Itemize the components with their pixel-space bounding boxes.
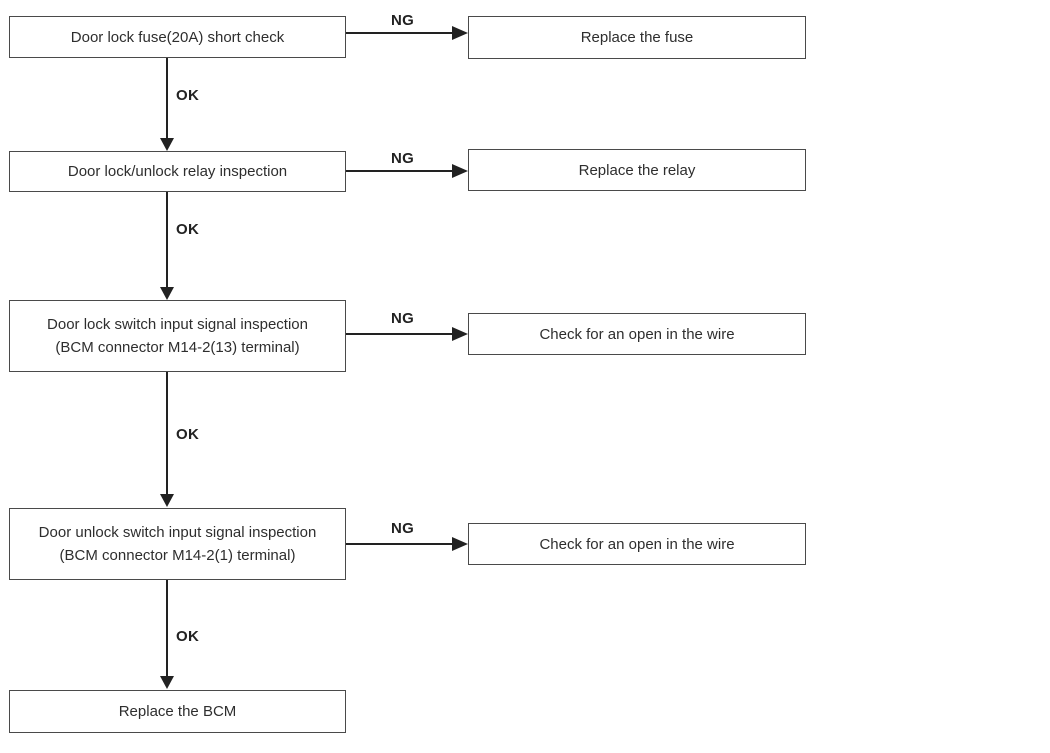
edge-label-ng-2: NG <box>391 150 415 167</box>
step-box-replace-bcm: Replace the BCM <box>9 690 346 733</box>
edge-label-ok-4: OK <box>176 628 200 645</box>
arrow-down-icon-3 <box>160 494 174 507</box>
arrow-down-icon-2 <box>160 287 174 300</box>
connector-ng-line-4 <box>346 543 456 545</box>
step-box-lock-switch-signal: Door lock switch input signal inspection… <box>9 300 346 372</box>
result-box-replace-fuse: Replace the fuse <box>468 16 806 59</box>
connector-ng-line-1 <box>346 32 456 34</box>
step-box-relay-inspection: Door lock/unlock relay inspection <box>9 151 346 192</box>
connector-ng-line-3 <box>346 333 456 335</box>
result-box-check-open-wire-2: Check for an open in the wire <box>468 523 806 565</box>
step-label: Replace the BCM <box>118 703 237 720</box>
arrow-down-icon-4 <box>160 676 174 689</box>
edge-label-ng-4: NG <box>391 520 415 537</box>
step-box-unlock-switch-signal: Door unlock switch input signal inspecti… <box>9 508 346 580</box>
connector-ok-line-4 <box>166 580 168 677</box>
arrow-right-icon-1 <box>452 26 468 40</box>
edge-label-ok-1: OK <box>176 87 200 104</box>
arrow-right-icon-3 <box>452 327 468 341</box>
result-box-replace-relay: Replace the relay <box>468 149 806 191</box>
edge-label-ok-3: OK <box>176 426 200 443</box>
edge-label-ng-3: NG <box>391 310 415 327</box>
step-label: Door unlock switch input signal inspecti… <box>38 524 317 564</box>
result-label: Replace the fuse <box>580 29 694 46</box>
result-label: Check for an open in the wire <box>539 535 735 553</box>
step-box-fuse-check: Door lock fuse(20A) short check <box>9 16 346 58</box>
step-label: Door lock fuse(20A) short check <box>70 28 285 46</box>
arrow-right-icon-2 <box>452 164 468 178</box>
edge-label-ng-1: NG <box>391 12 415 29</box>
edge-label-ok-2: OK <box>176 221 200 238</box>
arrow-down-icon-1 <box>160 138 174 151</box>
result-label: Check for an open in the wire <box>539 325 735 343</box>
result-box-check-open-wire-1: Check for an open in the wire <box>468 313 806 355</box>
connector-ok-line-3 <box>166 372 168 495</box>
step-label: Door lock switch input signal inspection… <box>47 316 308 356</box>
step-label: Door lock/unlock relay inspection <box>67 163 288 180</box>
arrow-right-icon-4 <box>452 537 468 551</box>
connector-ok-line-2 <box>166 192 168 288</box>
connector-ok-line-1 <box>166 58 168 139</box>
connector-ng-line-2 <box>346 170 456 172</box>
result-label: Replace the relay <box>578 161 696 179</box>
